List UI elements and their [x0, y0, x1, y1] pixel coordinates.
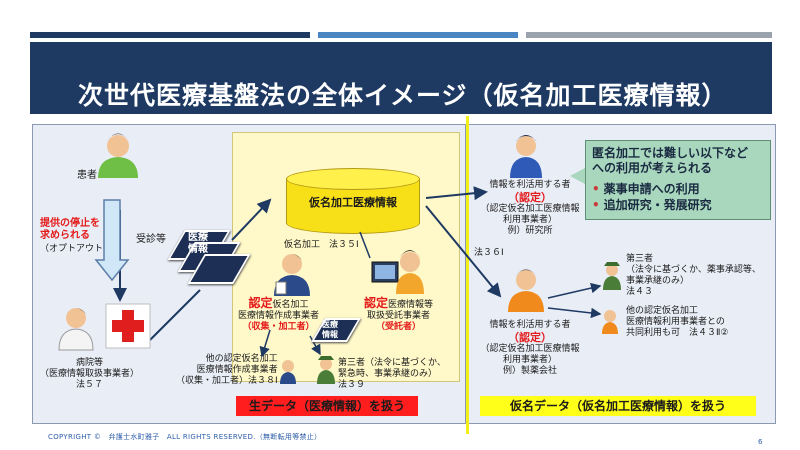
header-stripe-navy — [30, 32, 310, 38]
anon-data-label: 仮名データ（仮名加工医療情報）を扱う — [480, 396, 756, 416]
receiver-label: 認定医療情報等 取扱受託事業者 （受託者） — [364, 296, 434, 332]
third-party-left-icon — [317, 356, 335, 384]
page-number: 6 — [758, 438, 763, 446]
other-creator-icon — [280, 360, 296, 384]
other-user-icon — [602, 310, 618, 334]
callout-item-pharma: •薬事申請への利用 — [592, 182, 700, 196]
arrow-to-other-creator — [259, 329, 271, 358]
usage-callout — [585, 140, 771, 220]
slide-title: 次世代医療基盤法の全体イメージ（仮名加工医療情報） — [78, 81, 728, 110]
research-user-label: 情報を利活用する者 （認定） （認定仮名加工医療情報 利用事業者） 例）研究所 — [480, 180, 580, 236]
receiver-icon — [371, 250, 424, 294]
red-cross-icon — [105, 303, 151, 349]
small-medical-card-label: 医療情報 — [322, 320, 338, 339]
arrow-db-to-pharma — [425, 205, 502, 298]
hospital-label: 病院等（医療情報取扱事業者）法５７ — [40, 358, 140, 390]
opt-out-text: 提供の停止を求められる — [40, 218, 100, 241]
third-party-right-icon — [603, 262, 621, 290]
arrow-hospital-to-data — [149, 289, 201, 341]
third-party-right-label: 第三者（法令に基づくか、薬事承認等、事業承継のみ）法４３ — [626, 254, 761, 297]
patient-label: 患者 — [77, 170, 97, 181]
raw-data-label: 生データ（医療情報）を扱う — [236, 396, 418, 416]
callout-heading: 匿名加工では難しい以下などへの利用が考えられる — [592, 146, 749, 175]
opt-out-arrow — [94, 199, 130, 282]
other-creator-label: 他の認定仮名加工医療情報作成事業者（収集・加工者）法３８Ⅰ — [176, 354, 278, 386]
visit-label: 受診等 — [136, 234, 166, 245]
patient-icon — [98, 133, 138, 178]
third-party-left-label: 第三者（法令に基づくか、緊急時、事業承継のみ）法３９ — [338, 358, 446, 390]
creator-label: 認定仮名加工 医療情報作成事業者 （収集・加工者） — [238, 296, 320, 332]
medical-card-label: 医療情報 — [188, 232, 208, 255]
other-user-label: 他の認定仮名加工医療情報利用事業者との共同利用も可 法４３Ⅱ② — [626, 306, 729, 338]
title-banner — [30, 42, 772, 114]
header-stripe-gray — [526, 32, 772, 38]
arrow-db-to-receiver — [359, 231, 371, 259]
callout-tail — [570, 168, 585, 184]
creator-icon — [274, 254, 310, 296]
header-stripe-blue — [318, 32, 518, 38]
research-user-icon — [510, 135, 542, 178]
pseudonym-process-label: 仮名加工 法３５Ⅰ — [284, 240, 359, 250]
doctor-icon — [58, 308, 94, 351]
database-top — [286, 168, 420, 190]
opt-out-paren: （オプトアウト） — [40, 244, 113, 254]
pharma-user-label: 情報を利活用する者 （認定） （認定仮名加工医療情報 利用事業者） 例）製薬会社 — [480, 320, 580, 376]
copyright-footer: COPYRIGHT © 弁護士水町雅子 ALL RIGHTS RESERVED.… — [48, 433, 322, 441]
pharma-user-icon — [508, 269, 544, 312]
section-divider — [466, 116, 469, 434]
database-label: 仮名加工医療情報 — [309, 196, 397, 209]
callout-item-research: •追加研究・発展研究 — [592, 198, 712, 212]
arrow-db-to-research — [425, 186, 488, 201]
arrow-to-other-user — [547, 307, 602, 319]
arrow-to-third-party-right — [547, 282, 602, 299]
arrow-data-to-db — [231, 198, 272, 241]
law36-label: 法３６Ⅰ — [474, 248, 504, 258]
